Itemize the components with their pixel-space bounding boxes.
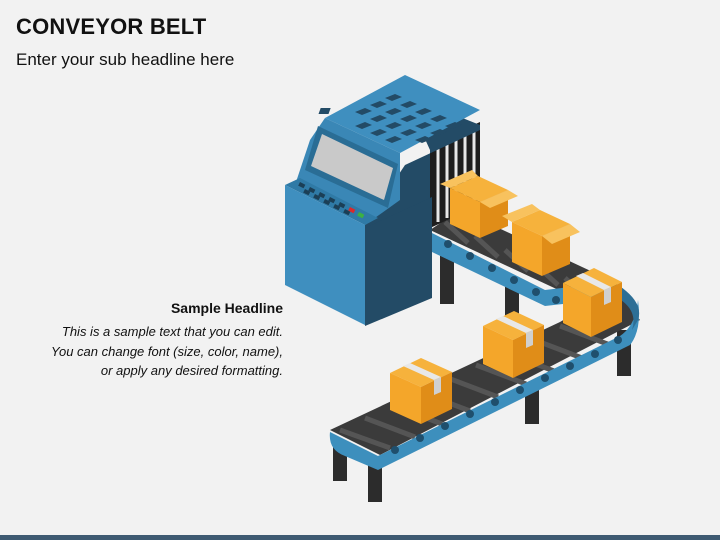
sample-headline: Sample Headline — [170, 300, 283, 316]
box-taped-4 — [483, 311, 544, 378]
box-taped-5 — [390, 358, 452, 424]
slide-title: CONVEYOR BELT — [16, 14, 207, 39]
conveyor-legs — [333, 250, 631, 502]
text-block: Sample Headline This is a sample text th… — [40, 300, 283, 381]
slide-subtitle: Enter your sub headline here — [16, 50, 235, 69]
sample-body-text: This is a sample text that you can edit.… — [51, 324, 283, 378]
bottom-accent-bar — [0, 535, 720, 540]
box-open-1 — [440, 170, 518, 238]
box-open-2 — [502, 204, 580, 276]
box-taped-3 — [563, 268, 622, 337]
machine-icon — [285, 75, 480, 326]
